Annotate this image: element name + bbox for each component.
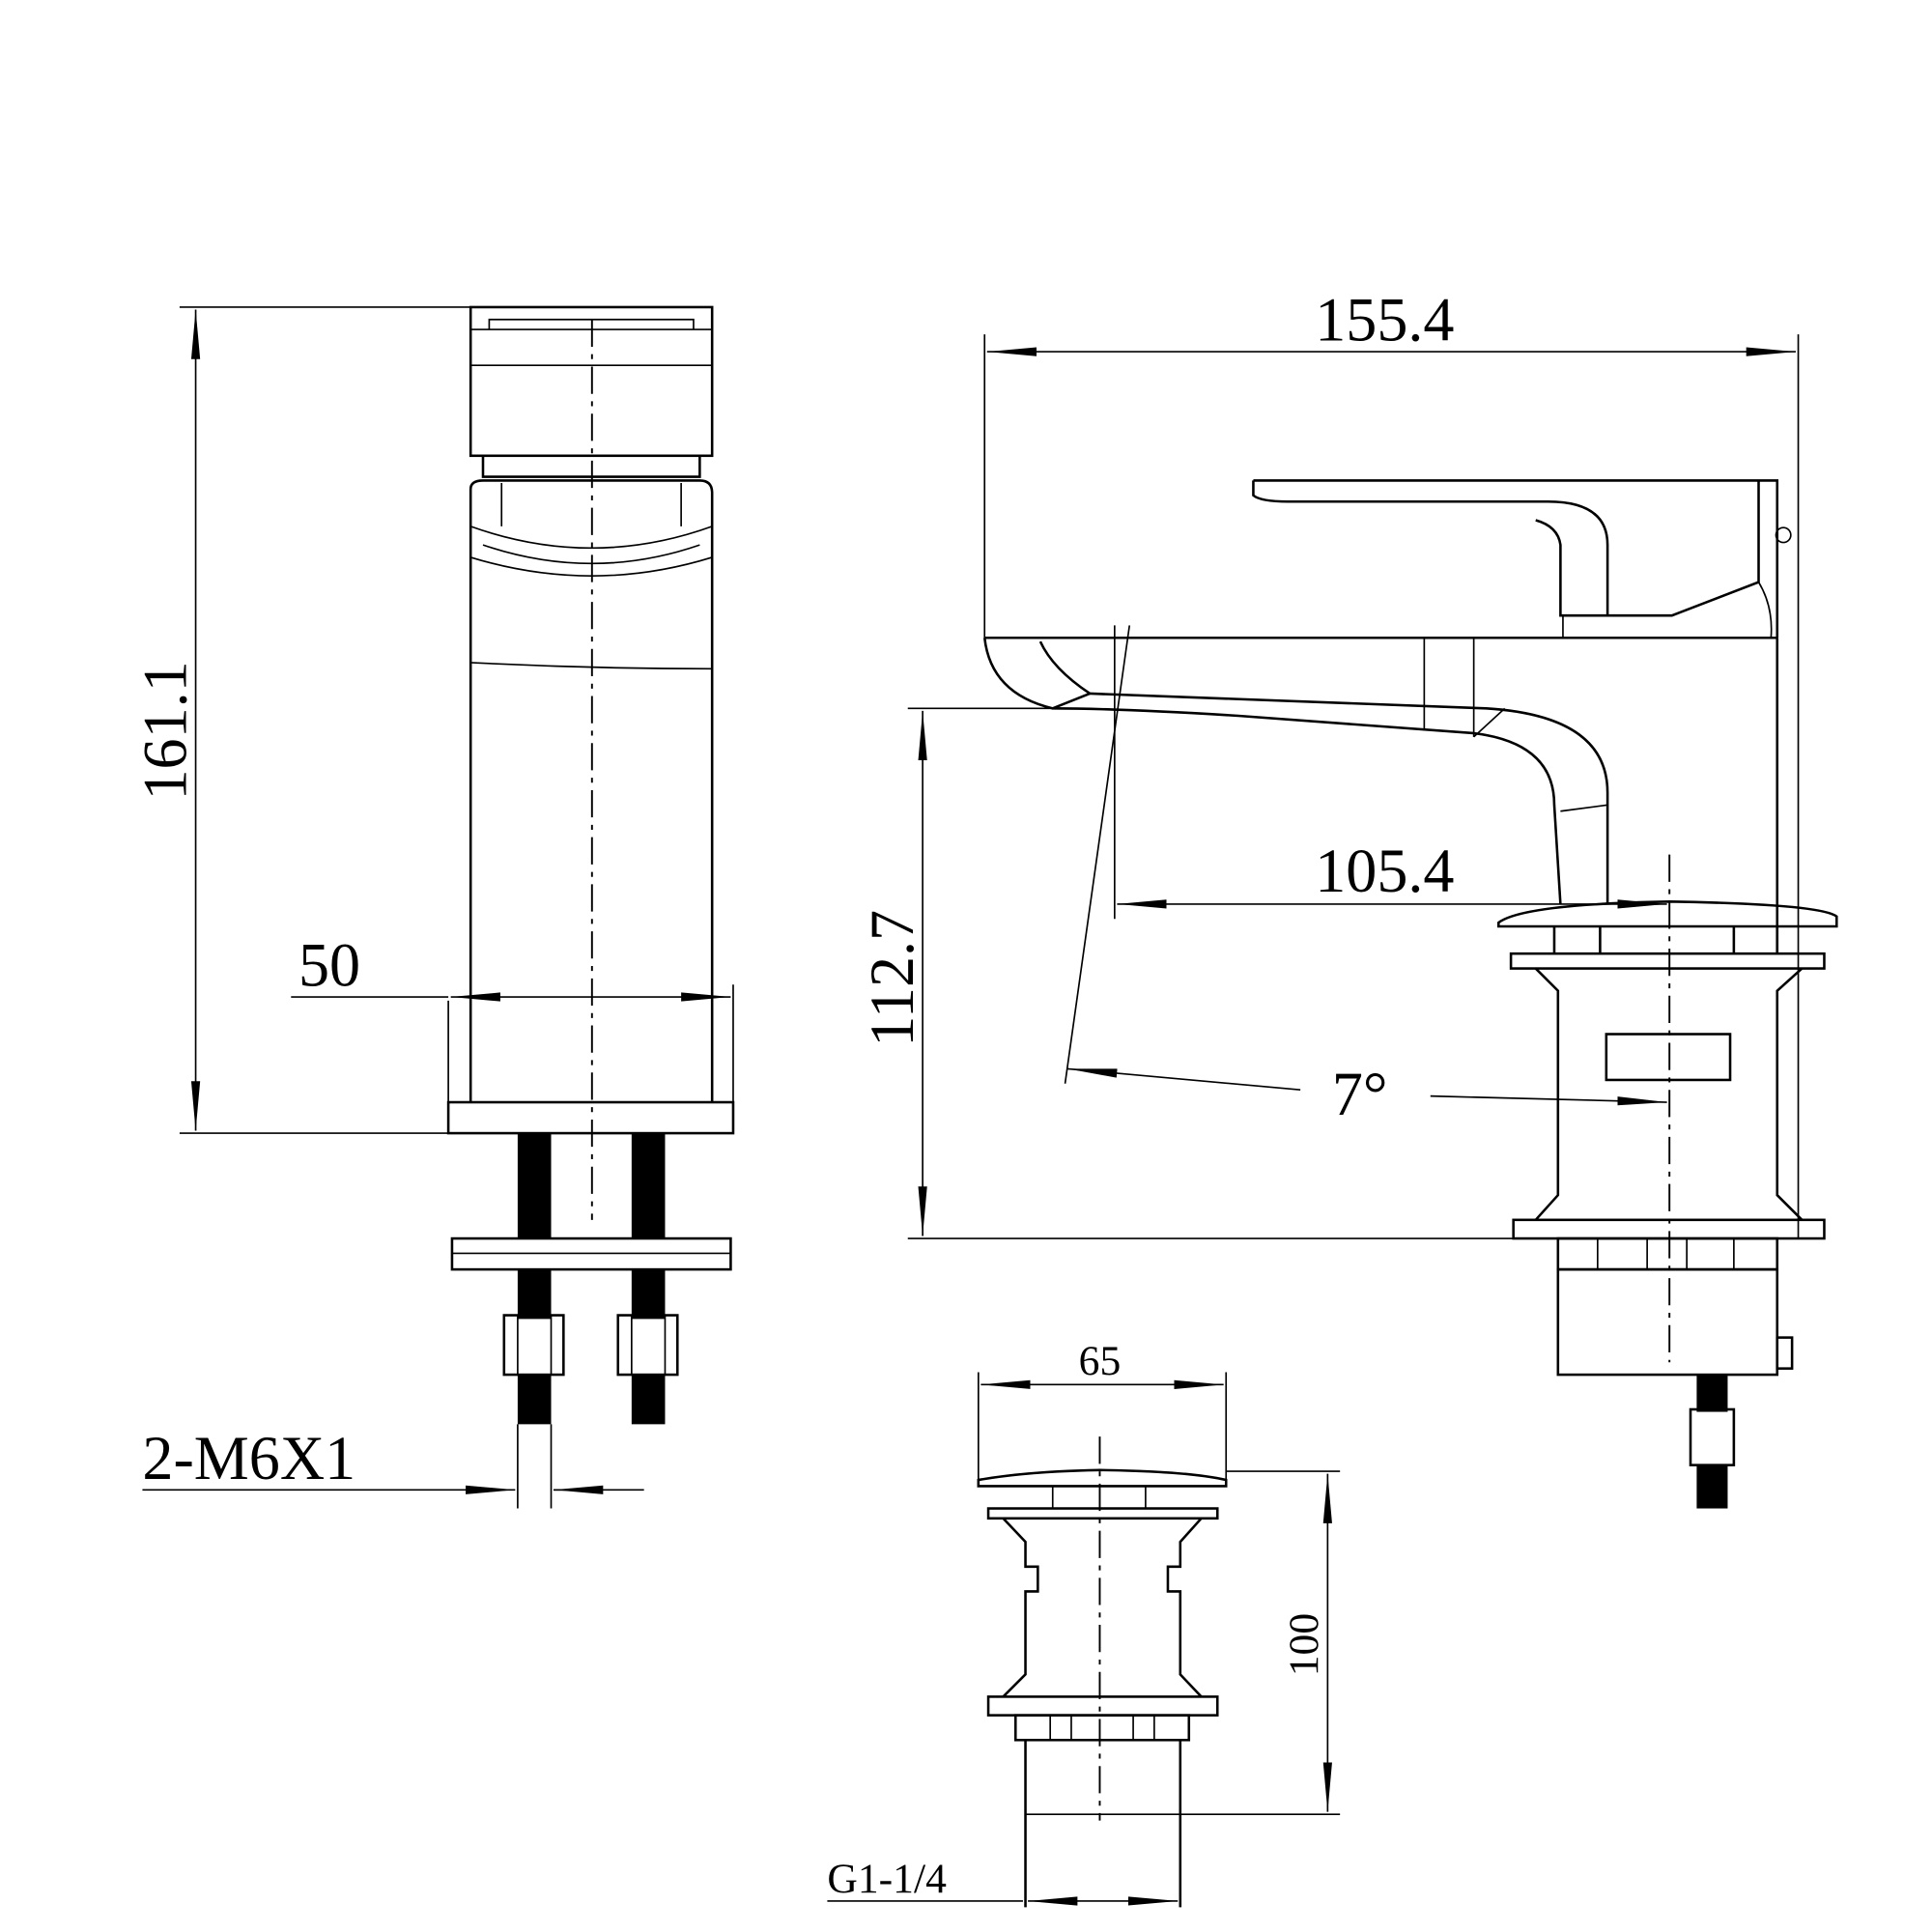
drain-detail-view (827, 1372, 1341, 1908)
dimension-drain-thread: G1-1/4 (827, 1856, 947, 1902)
dimension-drain-diameter: 65 (1079, 1338, 1122, 1384)
side-view (907, 334, 1838, 1509)
dimension-base-width: 50 (298, 931, 360, 1000)
front-view (142, 305, 735, 1509)
dimension-spout-reach: 105.4 (1315, 837, 1454, 905)
dimension-drain-height: 100 (1281, 1613, 1327, 1676)
dimension-thread-spec: 2-M6X1 (142, 1424, 355, 1492)
dimension-total-height: 161.1 (130, 661, 199, 800)
dimension-tilt-angle: 7° (1332, 1060, 1388, 1128)
dimension-spout-height: 112.7 (858, 910, 926, 1047)
dimension-total-length: 155.4 (1315, 286, 1454, 355)
